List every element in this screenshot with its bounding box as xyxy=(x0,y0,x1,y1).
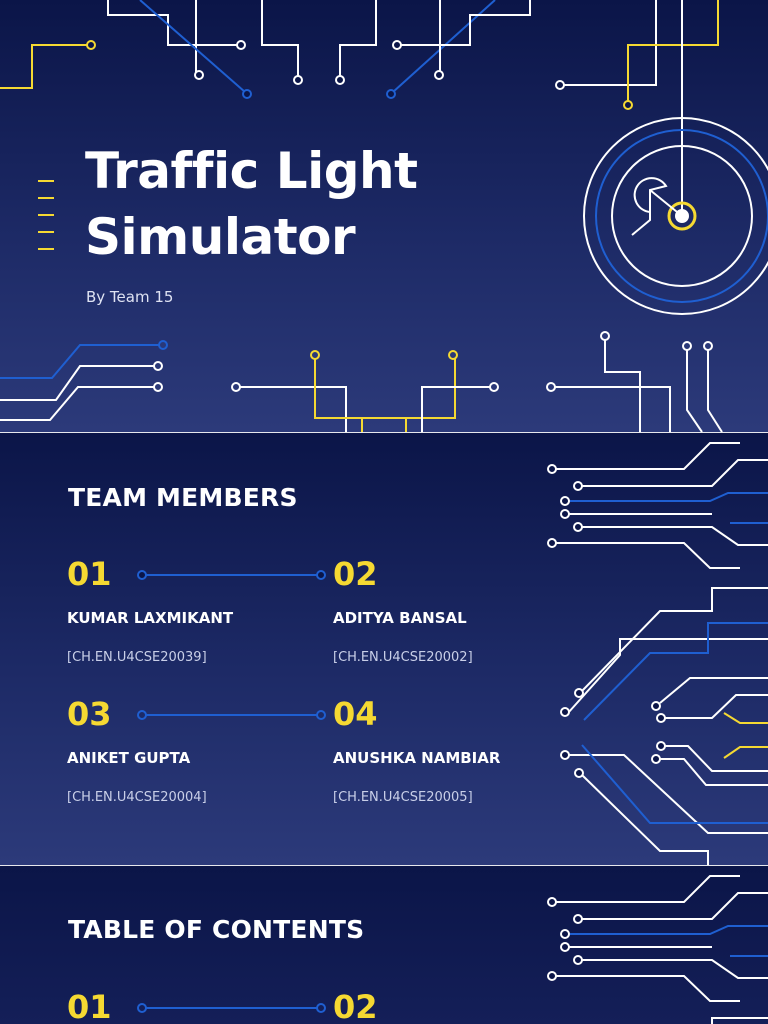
accent-dash xyxy=(38,248,54,250)
member-id: [CH.EN.U4CSE20004] xyxy=(67,790,207,805)
title-line-2: Simulator xyxy=(85,208,356,266)
byline: By Team 15 xyxy=(86,288,174,306)
circuit-decoration-top xyxy=(0,0,768,432)
member-id: [CH.EN.U4CSE20002] xyxy=(333,650,473,665)
member-name: ANIKET GUPTA xyxy=(67,749,191,767)
member-name: ANUSHKA NAMBIAR xyxy=(333,749,501,767)
accent-dash xyxy=(38,180,54,182)
toc-number: 02 xyxy=(333,988,378,1024)
slide-divider xyxy=(0,865,768,866)
member-id: [CH.EN.U4CSE20005] xyxy=(333,790,473,805)
member-number: 02 xyxy=(333,555,378,593)
presentation-title: Traffic Light Simulator xyxy=(85,138,418,270)
team-members-slide: TEAM MEMBERS 01 KUMAR LAXMIKANT [CH.EN.U… xyxy=(0,433,768,865)
accent-dash xyxy=(38,231,54,233)
title-line-1: Traffic Light xyxy=(85,142,418,200)
title-slide: Traffic Light Simulator By Team 15 xyxy=(0,0,768,432)
team-members-heading: TEAM MEMBERS xyxy=(68,483,298,512)
accent-dash xyxy=(38,197,54,199)
member-name: ADITYA BANSAL xyxy=(333,609,467,627)
member-number: 04 xyxy=(333,695,378,733)
table-of-contents-slide: TABLE OF CONTENTS 01 02 xyxy=(0,866,768,1024)
accent-dash xyxy=(38,214,54,216)
toc-number: 01 xyxy=(67,988,112,1024)
table-of-contents-heading: TABLE OF CONTENTS xyxy=(68,915,365,944)
member-id: [CH.EN.U4CSE20039] xyxy=(67,650,207,665)
member-number: 03 xyxy=(67,695,112,733)
circuit-decoration-right xyxy=(137,442,768,865)
circuit-decoration-right xyxy=(137,875,768,1024)
member-name: KUMAR LAXMIKANT xyxy=(67,609,234,627)
member-number: 01 xyxy=(67,555,112,593)
slide-divider xyxy=(0,432,768,433)
